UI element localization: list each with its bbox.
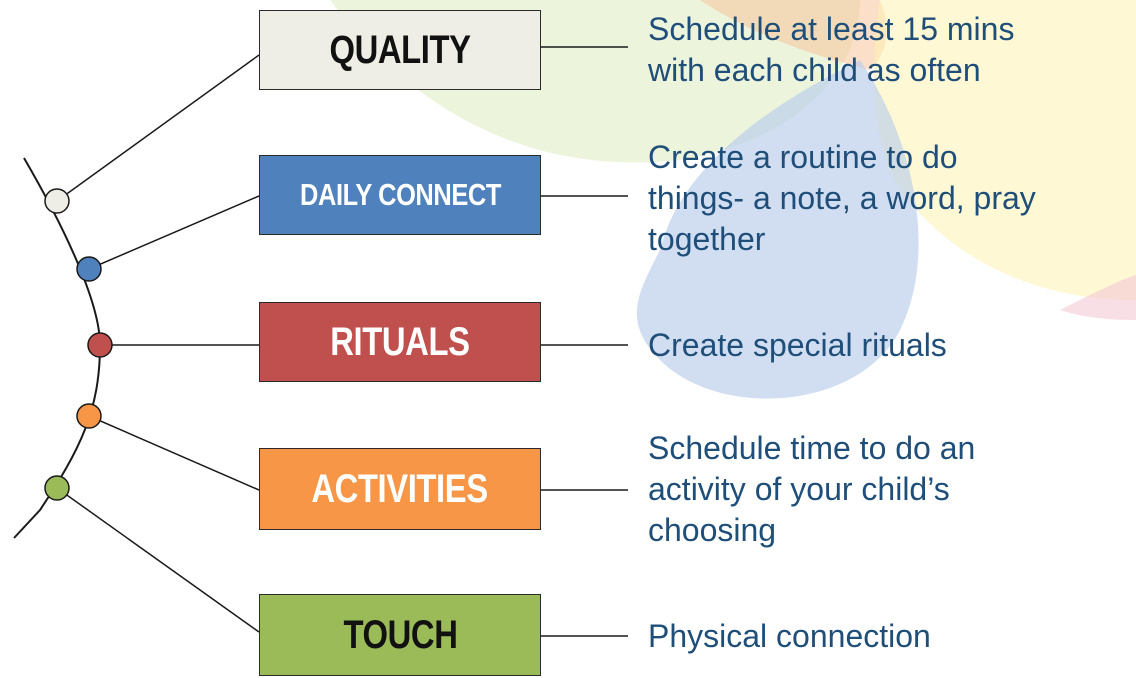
description-line: things- a note, a word, pray — [648, 180, 1036, 216]
description-line: Create a routine to do — [648, 139, 958, 175]
background-petal-yellow — [874, 0, 1136, 300]
category-label-quality: QUALITY — [329, 27, 471, 72]
category-box-quality: QUALITY — [259, 10, 541, 90]
connector-quality — [56, 54, 260, 202]
dot-rituals — [87, 332, 113, 358]
category-box-rituals: RITUALS — [259, 302, 541, 382]
description-quality: Schedule at least 15 mins with each chil… — [648, 9, 1128, 91]
description-line: with each child as often — [648, 52, 981, 88]
category-label-activities: ACTIVITIES — [311, 466, 489, 511]
description-line: together — [648, 221, 766, 257]
description-line: Create special rituals — [648, 327, 947, 363]
description-line: Physical connection — [648, 618, 931, 654]
description-line: Schedule at least 15 mins — [648, 11, 1015, 47]
category-box-daily-connect: DAILY CONNECT — [259, 155, 541, 235]
description-line: choosing — [648, 512, 777, 548]
connector-touch — [56, 487, 260, 633]
category-label-touch: TOUCH — [343, 612, 457, 657]
background-petal-blue — [636, 60, 919, 399]
background-petal-orange — [700, 0, 887, 70]
dot-quality — [44, 188, 70, 214]
connector-activities — [88, 415, 260, 491]
category-box-touch: TOUCH — [259, 594, 541, 676]
dot-daily — [76, 256, 102, 282]
description-rituals: Create special rituals — [648, 325, 1128, 366]
background-petal-pink — [1060, 275, 1136, 320]
description-touch: Physical connection — [648, 616, 1128, 657]
category-label-rituals: RITUALS — [330, 319, 470, 364]
description-activities: Schedule time to do an activity of your … — [648, 428, 1128, 551]
description-line: Schedule time to do an — [648, 430, 976, 466]
description-line: activity of your child’s — [648, 471, 950, 507]
category-box-activities: ACTIVITIES — [259, 448, 541, 530]
connector-daily — [88, 195, 260, 270]
category-label-daily-connect: DAILY CONNECT — [299, 177, 501, 212]
description-daily-connect: Create a routine to do things- a note, a… — [648, 137, 1128, 260]
dot-touch — [44, 475, 70, 501]
dot-activities — [76, 403, 102, 429]
